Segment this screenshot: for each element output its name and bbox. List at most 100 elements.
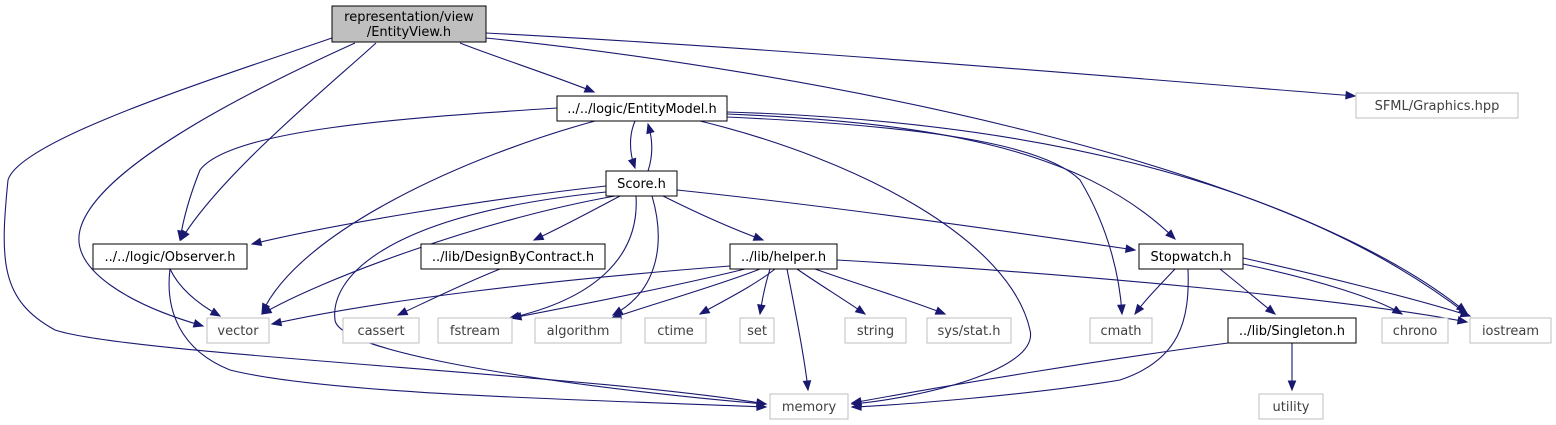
node-observer[interactable]: ../../logic/Observer.h — [92, 243, 248, 270]
edge-stopwatch-to-chrono — [1242, 263, 1404, 315]
edge-arrowhead — [1264, 304, 1277, 315]
node-box — [420, 243, 606, 270]
edge-line — [78, 42, 356, 327]
node-memory: memory — [769, 393, 849, 420]
node-label: ../../logic/Observer.h — [104, 250, 235, 265]
edge-score-to-designbycontract — [532, 195, 621, 241]
edge-arrowhead — [1124, 244, 1137, 253]
edge-arrowhead — [854, 305, 867, 315]
node-label: sys/stat.h — [938, 324, 1001, 339]
edge-line — [485, 32, 1356, 97]
node-box — [1138, 243, 1244, 270]
node-box — [926, 317, 1012, 344]
node-designbycontract[interactable]: ../lib/DesignByContract.h — [420, 243, 606, 270]
edge-line — [611, 268, 761, 319]
edge-arrowhead — [209, 307, 222, 317]
node-label: iostream — [1482, 324, 1539, 339]
edge-arrowhead — [1287, 380, 1297, 392]
edge-line — [168, 268, 767, 408]
edge-observer-to-vector — [169, 268, 222, 317]
node-box — [1089, 317, 1153, 344]
edge-score-to-vector — [260, 195, 616, 315]
edge-line — [261, 195, 616, 315]
edge-line — [334, 191, 767, 405]
node-box — [534, 317, 622, 344]
edge-observer-to-memory — [168, 268, 768, 411]
node-box — [729, 243, 838, 270]
edge-arrowhead — [802, 380, 812, 392]
node-iostream: iostream — [1469, 317, 1552, 344]
node-label: ../lib/Singleton.h — [1239, 324, 1345, 339]
node-box — [206, 317, 270, 344]
edge-line — [511, 268, 746, 319]
edge-layer — [3, 32, 1472, 411]
node-box — [437, 317, 513, 344]
edge-arrowhead — [250, 237, 263, 247]
node-label: utility — [1273, 400, 1310, 415]
node-label: representation/view — [344, 10, 474, 25]
node-box — [1227, 317, 1357, 344]
edge-arrowhead — [756, 402, 768, 411]
edge-score-to-memory — [334, 191, 768, 408]
edge-arrowhead — [510, 311, 523, 321]
edge-arrowhead — [1391, 305, 1404, 315]
edge-line — [271, 265, 731, 325]
edge-line — [1219, 268, 1276, 315]
edge-arrowhead — [177, 229, 186, 242]
node-box — [605, 170, 678, 197]
node-label: cmath — [1100, 324, 1141, 339]
node-box — [342, 317, 420, 344]
edge-line — [1242, 263, 1403, 315]
edge-line — [836, 259, 1468, 323]
node-label: /EntityView.h — [367, 25, 451, 40]
edge-entitymodel-to-cmath — [726, 116, 1126, 316]
edge-line — [180, 42, 377, 241]
edge-arrowhead — [627, 157, 637, 170]
edge-line — [169, 268, 221, 317]
edge-line — [533, 195, 621, 241]
edge-arrowhead — [934, 306, 947, 315]
node-label: algorithm — [547, 324, 610, 339]
edge-arrowhead — [583, 84, 596, 93]
edge-line — [851, 268, 1189, 408]
edge-arrowhead — [396, 307, 409, 316]
node-label: ../../logic/EntityModel.h — [567, 102, 717, 117]
edge-helper-to-set — [757, 268, 771, 316]
edge-score-to-stopwatch — [676, 189, 1137, 253]
node-label: fstream — [450, 324, 500, 339]
edge-line — [612, 195, 659, 316]
node-label: string — [857, 324, 894, 339]
edge-singleton-to-memory — [850, 342, 1229, 406]
edge-line — [699, 120, 1031, 405]
edge-line — [726, 116, 1123, 315]
edge-entitymodel-to-observer — [177, 107, 558, 242]
node-entitymodel[interactable]: ../../logic/EntityModel.h — [556, 95, 728, 122]
node-box — [556, 95, 728, 122]
node-sysstat: sys/stat.h — [926, 317, 1012, 344]
node-set: set — [739, 317, 775, 344]
edge-entityview-to-memory — [3, 37, 768, 407]
edge-line — [796, 268, 866, 315]
edge-arrowhead — [1345, 90, 1357, 100]
edge-entityview-to-observer — [180, 42, 377, 242]
edge-arrowhead — [850, 397, 863, 406]
node-score[interactable]: Score.h — [605, 170, 678, 197]
edge-line — [485, 37, 1467, 313]
edge-arrowhead — [260, 305, 273, 315]
edge-line — [851, 342, 1229, 404]
edge-line — [814, 268, 946, 315]
node-singleton[interactable]: ../lib/Singleton.h — [1227, 317, 1357, 344]
node-cassert: cassert — [342, 317, 420, 344]
node-entityview[interactable]: representation/view/EntityView.h — [331, 5, 487, 43]
node-stopwatch[interactable]: Stopwatch.h — [1138, 243, 1244, 270]
edge-arrowhead — [270, 317, 283, 327]
edge-arrowhead — [1116, 304, 1126, 316]
node-box — [331, 5, 487, 43]
edge-line — [726, 113, 1176, 240]
node-helper[interactable]: ../lib/helper.h — [729, 243, 838, 270]
edge-arrowhead — [752, 232, 765, 241]
node-label: memory — [782, 400, 837, 415]
edge-arrowhead — [532, 232, 545, 241]
node-ctime: ctime — [644, 317, 707, 344]
